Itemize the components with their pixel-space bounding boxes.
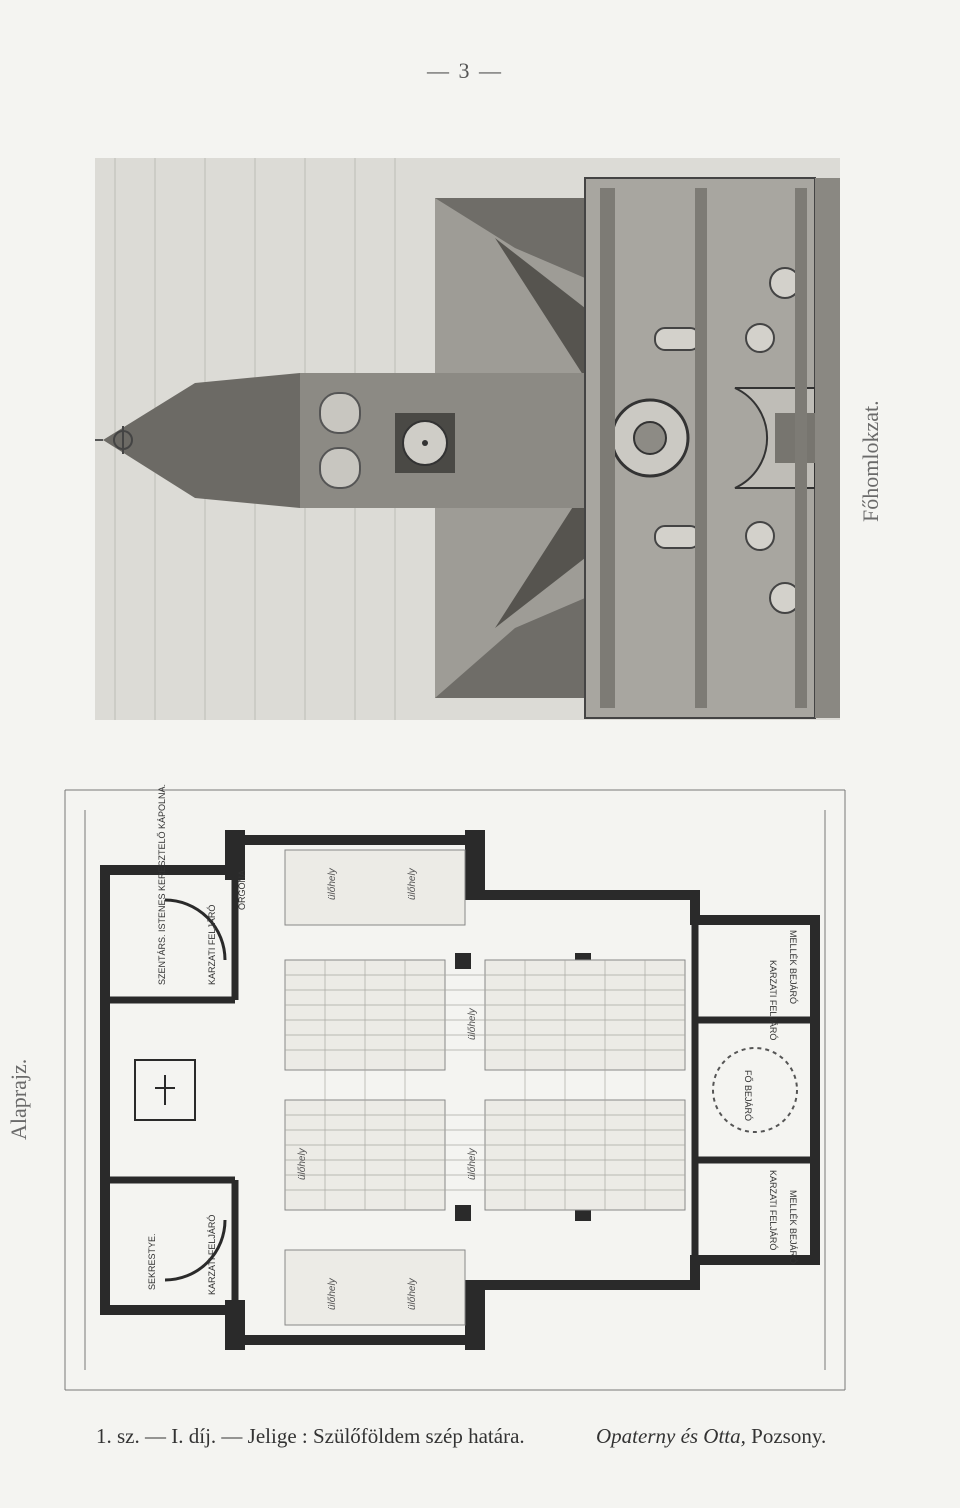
entry-caption: 1. sz. — I. díj. — Jelige : Szülőföldem …: [96, 1424, 525, 1448]
label-main-entry: FŐ BEJÁRÓ: [743, 1070, 753, 1121]
label-choir-stair-top: KARZATI FELJÁRÓ: [207, 905, 217, 985]
architect-caption: Opaterny és Otta, Pozsony.: [596, 1424, 826, 1449]
floor-plan-caption: Alaprajz.: [6, 1058, 31, 1140]
label-right-entry-top: MELLÉK BEJÁRÓ: [788, 930, 798, 1004]
pew-label: ülőhely: [467, 1147, 478, 1180]
label-right-upper: KARZATI FELJÁRÓ: [768, 960, 778, 1040]
label-chapel: SZENTÁRS. ISTENES KERESZTELŐ KÁPOLNA.: [157, 784, 167, 985]
page-number: — 3 —: [427, 58, 503, 83]
elevation-caption: Főhomlokzat.: [858, 400, 883, 522]
pew-label: ülőhely: [467, 1007, 478, 1040]
architect-city: Pozsony.: [751, 1424, 827, 1448]
label-organ: ORGONA: [237, 870, 247, 910]
label-right-entry-bottom: MELLÉK BEJÁRÓ: [788, 1190, 798, 1264]
facade-elevation-drawing: [95, 158, 840, 720]
label-sacristy: SEKRESTYE.: [147, 1233, 157, 1290]
floor-plan-drawing: SZENTÁRS. ISTENES KERESZTELŐ KÁPOLNA. SE…: [55, 770, 875, 1410]
pew-label: ülőhely: [407, 867, 418, 900]
pew-label: ülőhely: [327, 867, 338, 900]
label-choir-stair-bottom: KARZATI FELJÁRÓ: [207, 1215, 217, 1295]
pew-label: ülőhely: [407, 1277, 418, 1310]
label-right-lower: KARZATI FELJÁRÓ: [768, 1170, 778, 1250]
architect-names: Opaterny és Otta,: [596, 1424, 746, 1448]
pew-label: ülőhely: [327, 1277, 338, 1310]
pew-label: ülőhely: [297, 1147, 308, 1180]
